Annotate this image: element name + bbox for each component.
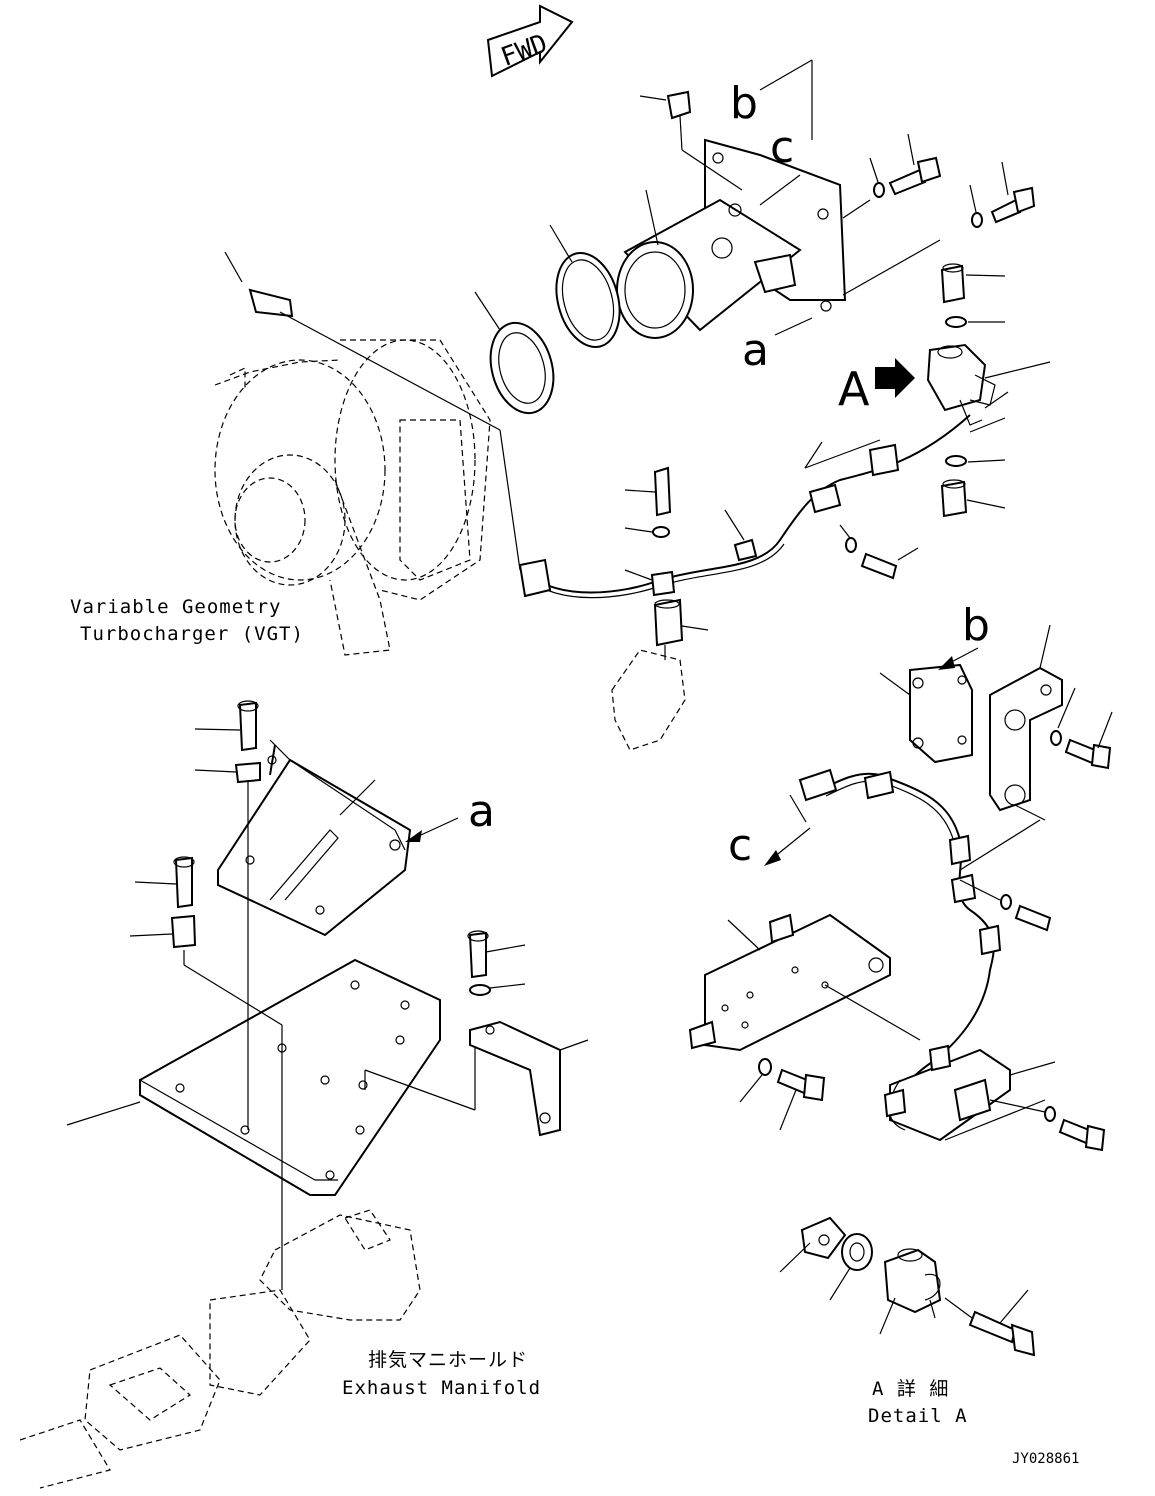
controller-mounting-plate: [688, 913, 921, 1131]
detail-label-jp: A 詳 細: [872, 1378, 949, 1400]
callout-b-right: b: [962, 600, 990, 651]
base-plate: [66, 780, 476, 1270]
fwd-direction-arrow: FWD: [486, 4, 574, 78]
wiring-harness-right: [764, 768, 1052, 1121]
callout-A: A: [838, 362, 870, 416]
wiring-harness-mid: [518, 414, 971, 751]
vgt-turbocharger: [214, 251, 521, 656]
detail-a-pointer: A: [838, 358, 915, 416]
drawing-number: JY028861: [1012, 1451, 1079, 1467]
exhaust-manifold: [19, 1209, 421, 1489]
top-hardware: [639, 90, 1036, 228]
callout-c-right: c: [728, 820, 752, 871]
callout-a-left: a: [468, 786, 495, 837]
controller-module: [883, 1044, 1106, 1152]
pressure-sensor-assembly: [926, 263, 1051, 518]
detail-label-en: Detail A: [868, 1405, 968, 1427]
callout-b-top: b: [730, 78, 758, 129]
leader-lines-top: [474, 59, 941, 336]
manifold-label-jp: 排気マニホールド: [368, 1349, 528, 1371]
detail-a-view: [779, 1216, 1036, 1357]
clamp-bracket-b: [879, 647, 979, 764]
vgt-label-line1: Variable Geometry: [70, 596, 281, 618]
small-bracket: [467, 930, 589, 1137]
outlet-pipe-assembly: [489, 138, 847, 415]
heat-shield-bracket: [129, 700, 459, 949]
l-bracket-right: [989, 624, 1113, 821]
callout-a-top: a: [742, 325, 769, 376]
vgt-label-line2: Turbocharger (VGT): [80, 623, 304, 645]
manifold-label-en: Exhaust Manifold: [342, 1377, 541, 1399]
callout-c-top: c: [770, 122, 794, 173]
